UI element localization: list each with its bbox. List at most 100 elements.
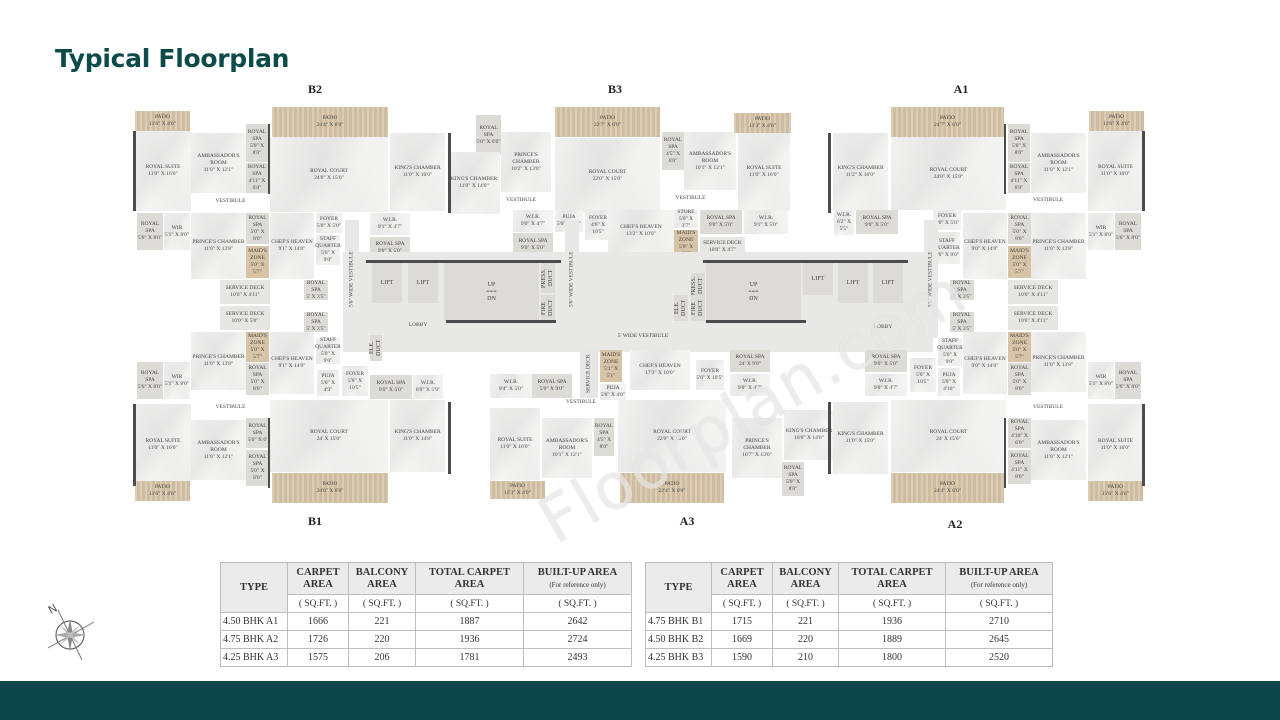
fire-duct-left: FIRE DUCT: [541, 295, 555, 321]
wall: [448, 133, 451, 213]
unit-label-b2: B2: [307, 82, 323, 96]
page-title: Typical Floorplan: [55, 44, 290, 73]
wide-vestibule-label: 5' WIDE VESTIBULE: [617, 332, 669, 339]
vestibule-left-label: 5'6" WIDE VESTIBULE: [345, 220, 359, 338]
header-builtup: BUILT-UP AREA(For reference only): [523, 562, 632, 595]
fire-duct-right: FIRE DUCT: [691, 295, 705, 321]
unit-label-a3: A3: [679, 514, 695, 528]
lift-1: LIFT: [372, 263, 402, 303]
lift-4: LIFT: [838, 263, 868, 303]
header-carpet: CARPET AREA: [287, 562, 349, 595]
wall: [133, 404, 136, 486]
wall: [366, 260, 561, 263]
room-a1-vestibule-2: VESTIBULE: [1033, 196, 1063, 203]
core-lobby-area: [343, 252, 933, 352]
header-total: TOTAL CARPET AREA: [415, 562, 524, 595]
wall: [828, 402, 831, 474]
room-a1-vestibule-1: VESTIBULE: [675, 194, 706, 201]
wall: [1004, 418, 1006, 488]
wall: [828, 133, 831, 213]
room-a1-wir: W.I.R.9'1" X 5'0": [744, 210, 788, 234]
compass-icon: N: [46, 602, 95, 661]
room-a1-wir2: W.I.R.6'2" X 5'5": [834, 210, 854, 235]
unit-label: ( SQ.FT. ): [838, 594, 946, 613]
wall: [448, 402, 451, 474]
header-builtup: BUILT-UP AREA(For reference only): [945, 562, 1053, 595]
header-carpet: CARPET AREA: [711, 562, 773, 595]
room-b1-vestibule: VESTIBULE: [215, 403, 246, 410]
unit-label-b1: B1: [307, 514, 323, 528]
unit-label: ( SQ.FT. ): [287, 594, 349, 613]
room-a3-wir2: W.I.R.9'0" X 4'7": [730, 374, 770, 396]
unit-label-a2: A2: [947, 517, 963, 531]
lobby-right-label: LOBBY: [873, 323, 893, 330]
header-type: TYPE: [645, 562, 712, 613]
unit-label-a1: A1: [953, 82, 969, 96]
staircase-right: UP≡≡≡DN: [706, 263, 801, 321]
unit-label: ( SQ.FT. ): [711, 594, 773, 613]
vestibule-mid-label: 5'6" WIDE VESTIBULE: [565, 220, 579, 338]
area-table-b: TYPE CARPET AREA BALCONY AREA TOTAL CARP…: [645, 562, 1053, 667]
